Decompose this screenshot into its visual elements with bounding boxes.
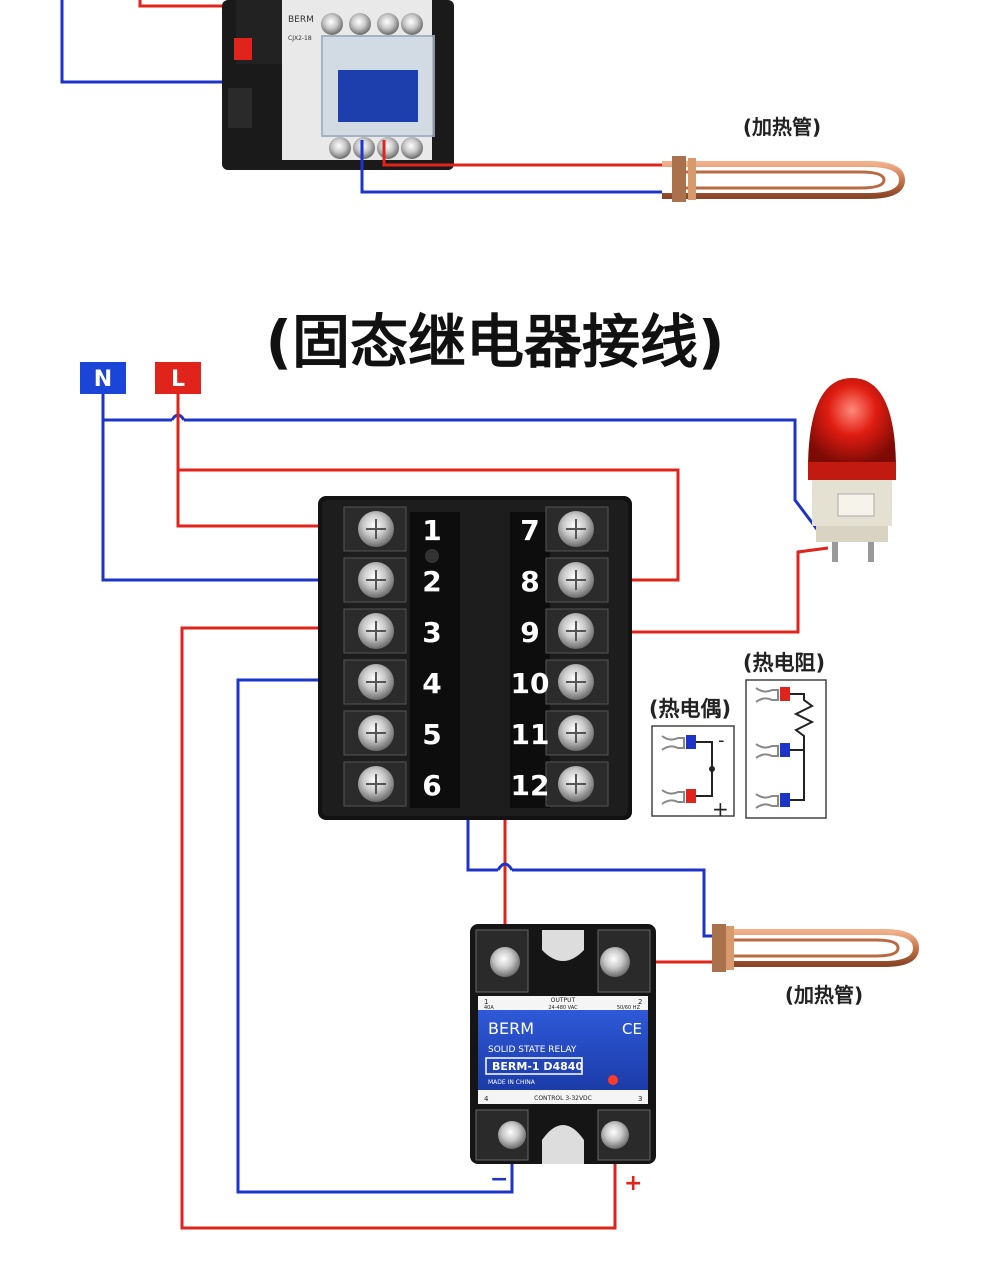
ssr-output: OUTPUT xyxy=(551,997,576,1004)
rtd-diagram xyxy=(745,679,827,819)
thermocouple-diagram xyxy=(651,725,735,817)
solid-state-relay xyxy=(470,924,656,1164)
ssr-control: CONTROL 3-32VDC xyxy=(534,1095,592,1102)
ssr-model: BERM-1 D4840 xyxy=(492,1060,583,1073)
rtd-label: (热电阻) xyxy=(743,651,825,675)
controller-terminal-number: 12 xyxy=(511,769,550,802)
thermocouple-plus: + xyxy=(712,797,729,821)
neutral-label: N xyxy=(94,367,112,392)
controller-terminal-number: 10 xyxy=(511,667,550,700)
ssr-freq: 50/60 HZ xyxy=(617,1005,641,1011)
ssr-minus-label: − xyxy=(490,1167,508,1192)
ssr-terminal-1: 1 xyxy=(484,998,488,1006)
contactor: BERM CJX2-18 xyxy=(60,0,454,170)
controller-terminal-number: 4 xyxy=(422,667,441,700)
controller-terminal-number: 11 xyxy=(511,718,550,751)
heater-label-bottom: (加热管) xyxy=(785,983,863,1007)
ssr-terminal-4: 4 xyxy=(484,1095,489,1103)
thermocouple-label: (热电偶) xyxy=(649,697,731,721)
ssr-terminal-3: 3 xyxy=(638,1095,642,1103)
controller-terminal-number: 5 xyxy=(422,718,441,751)
live-label: L xyxy=(171,367,185,392)
controller-terminal-number: 7 xyxy=(520,514,539,547)
controller-terminal-number: 3 xyxy=(422,616,441,649)
controller-terminal-number: 9 xyxy=(520,616,539,649)
neutral-box xyxy=(80,362,126,394)
contactor-model: CJX2-18 xyxy=(288,35,312,42)
controller-terminal-number: 8 xyxy=(520,565,539,598)
alarm-lamp xyxy=(808,378,896,562)
live-box xyxy=(155,362,201,394)
ssr-type: SOLID STATE RELAY xyxy=(488,1045,577,1055)
heater-element-top xyxy=(662,156,906,202)
ssr-made-in: MADE IN CHINA xyxy=(488,1079,536,1086)
controller-terminal-number: 2 xyxy=(422,565,441,598)
ssr-ce-mark: CE xyxy=(622,1020,642,1038)
controller-terminal-number: 6 xyxy=(422,769,441,802)
ssr-output-range: 24-480 VAC xyxy=(548,1005,578,1011)
heater-label-top: (加热管) xyxy=(743,115,821,139)
contactor-brand: BERM xyxy=(288,15,314,25)
ssr-terminal-2: 2 xyxy=(638,998,642,1006)
top-blue-wire xyxy=(360,140,662,194)
ssr-plus-label: + xyxy=(624,1171,642,1196)
ssr-brand: BERM xyxy=(488,1019,534,1038)
controller-terminal-number: 1 xyxy=(422,514,441,547)
section-title: (固态继电器接线) xyxy=(265,308,724,376)
top-red-wire xyxy=(382,140,662,167)
heater-element-bottom xyxy=(712,924,920,972)
thermocouple-minus: - xyxy=(718,730,725,751)
ssr-current: 40A xyxy=(484,1005,494,1011)
